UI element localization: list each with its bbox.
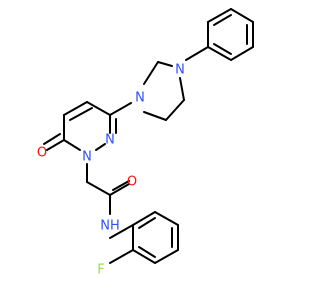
atom-label-nitrogen: N <box>175 63 185 78</box>
atom-label-nitrogen: N <box>105 133 115 148</box>
atom-label-amide-nh: NH <box>100 219 120 234</box>
bond <box>86 101 111 116</box>
bond <box>207 8 232 23</box>
bond <box>63 139 81 151</box>
bond <box>154 249 179 264</box>
bond <box>207 46 232 61</box>
bond <box>138 246 156 258</box>
bond <box>165 99 185 121</box>
bond <box>143 111 167 121</box>
bond <box>95 143 106 151</box>
bond <box>69 107 93 121</box>
bond <box>132 211 156 226</box>
bond <box>185 46 209 61</box>
bond <box>46 139 65 151</box>
molecule-diagram: O N N N N O NH F <box>37 8 254 278</box>
atom-label-fluorine: F <box>97 263 104 278</box>
bond <box>112 180 130 191</box>
bond <box>109 249 134 264</box>
atom-label-nitrogen: N <box>135 91 145 106</box>
bond <box>109 102 132 116</box>
atom-label-layer: O N N N N O NH F <box>37 63 185 278</box>
atom-label-nitrogen: N <box>82 150 92 165</box>
bond <box>86 181 111 196</box>
bond <box>43 133 61 145</box>
bond <box>109 224 134 239</box>
bond <box>143 61 159 85</box>
bond <box>157 61 173 67</box>
atom-label-oxygen: O <box>37 146 47 161</box>
bond <box>63 101 88 116</box>
bond <box>154 211 179 226</box>
bond <box>138 217 156 229</box>
bond <box>109 183 130 196</box>
bond <box>213 43 232 55</box>
bond <box>213 14 232 26</box>
bond <box>132 249 156 264</box>
bond <box>230 8 254 23</box>
bond <box>230 46 254 61</box>
bond-layer <box>43 8 254 264</box>
bond <box>179 77 185 101</box>
atom-label-oxygen: O <box>127 175 137 190</box>
